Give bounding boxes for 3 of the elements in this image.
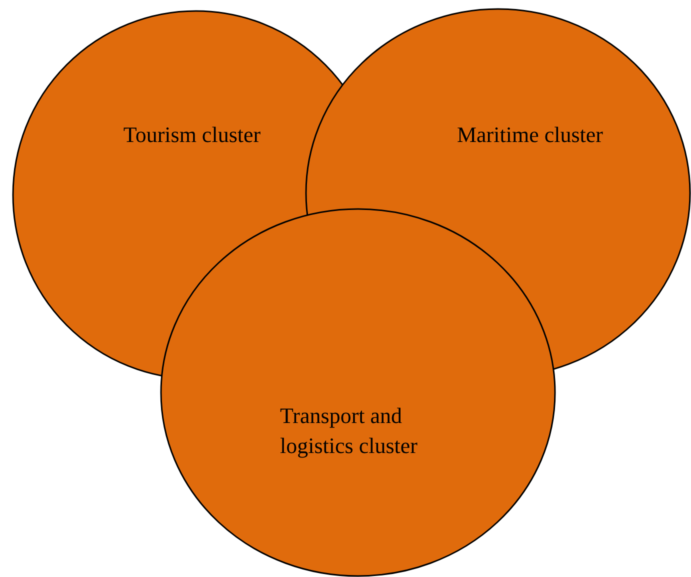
cluster-label: Maritime cluster — [456, 121, 604, 149]
cluster-label: Tourism cluster — [122, 121, 262, 149]
cluster-label: Transport and logistics cluster — [280, 402, 418, 460]
